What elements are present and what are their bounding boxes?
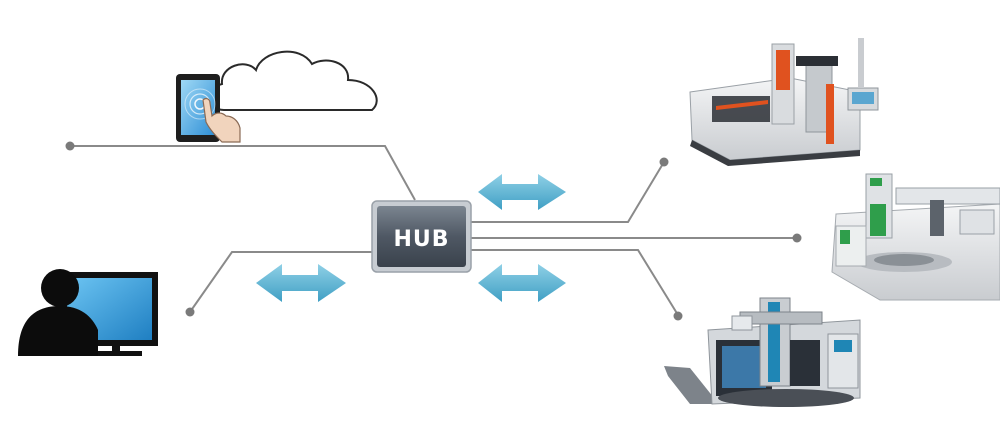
endpoint-gantry-mill <box>659 157 669 167</box>
hub-box: HUB <box>371 200 472 273</box>
endpoint-cloud <box>65 141 75 151</box>
cloud-tablet-icon <box>176 50 378 143</box>
link-cloud <box>70 145 416 201</box>
double-arrow-icon <box>478 264 566 302</box>
gantry-milling-machine-icon <box>689 38 879 166</box>
connection-endpoints <box>65 141 802 321</box>
double-arrow-icon <box>478 174 566 210</box>
vertical-lathe-icon <box>664 297 861 407</box>
double-arrow-icon <box>256 264 346 302</box>
portal-machine-icon <box>831 173 1000 301</box>
link-workstation <box>189 251 380 313</box>
connection-lines <box>70 145 796 316</box>
data-flow-arrows <box>256 174 566 302</box>
user-silhouette-icon <box>18 269 98 356</box>
endpoint-workstation <box>185 307 195 317</box>
user-computer-icon <box>18 269 158 356</box>
cloud-icon <box>208 50 378 111</box>
link-vertical-lathe <box>470 249 679 316</box>
hand-icon <box>202 97 241 143</box>
hub-label: HUB <box>393 227 449 252</box>
link-gantry-mill <box>470 161 665 223</box>
endpoint-vertical-lathe <box>673 311 683 321</box>
endpoint-portal-machine <box>792 233 802 243</box>
